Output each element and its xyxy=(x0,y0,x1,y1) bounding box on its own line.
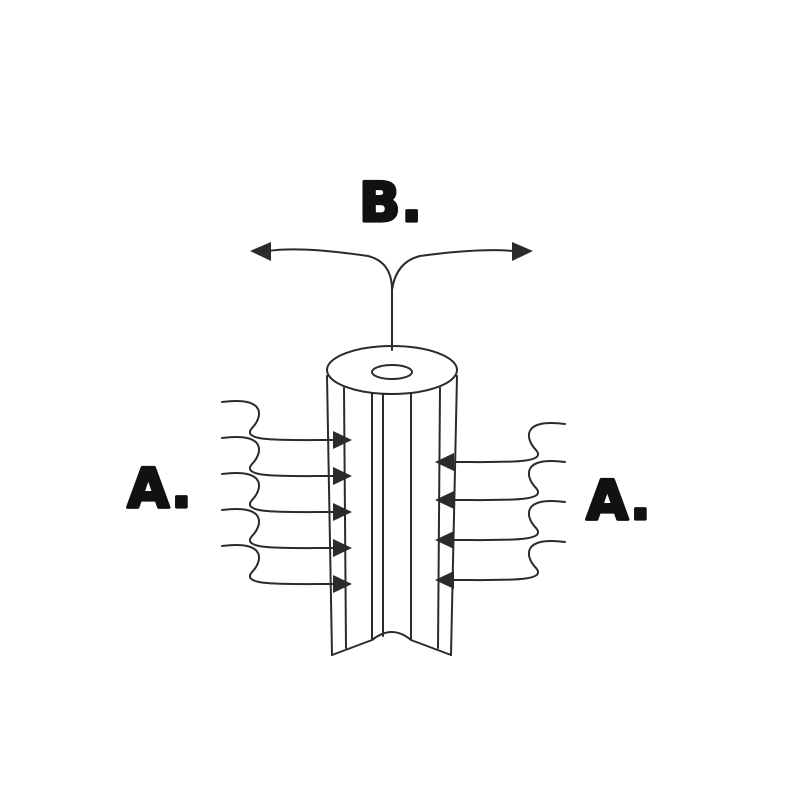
tube-wall-inner-right xyxy=(437,387,441,649)
tube-top-rim-inner xyxy=(371,364,413,380)
outflow-right-stream xyxy=(391,249,515,291)
tube-bottom-rim xyxy=(331,631,452,656)
inflow-left-arrow-4 xyxy=(221,508,352,557)
label-a-right: A. xyxy=(586,469,651,532)
inflow-left-arrow-1 xyxy=(221,400,352,449)
inflow-right-arrow-3 xyxy=(435,500,566,549)
label-a-left: A. xyxy=(127,457,192,520)
inflow-right-arrow-4 xyxy=(435,540,566,589)
label-b: B. xyxy=(359,171,423,234)
outflow-left-arrowhead xyxy=(250,242,271,261)
inflow-left-arrow-5 xyxy=(221,544,352,593)
inflow-right-arrow-2 xyxy=(435,460,566,509)
tube xyxy=(326,345,458,656)
inflow-left-arrow-2 xyxy=(221,436,352,485)
outflow-left-stream xyxy=(267,248,393,351)
tube-outer-right-wall xyxy=(450,375,458,656)
outflow-arrows xyxy=(250,242,533,351)
tube-wall-inner-left xyxy=(343,387,347,649)
inflow-left-arrow-3 xyxy=(221,472,352,521)
tube-outer-left-wall xyxy=(326,375,333,656)
inflow-left-arrows xyxy=(221,400,352,593)
outflow-right-arrowhead xyxy=(512,242,533,261)
inflow-right-arrows xyxy=(435,422,566,589)
inflow-right-arrow-1 xyxy=(435,422,566,471)
